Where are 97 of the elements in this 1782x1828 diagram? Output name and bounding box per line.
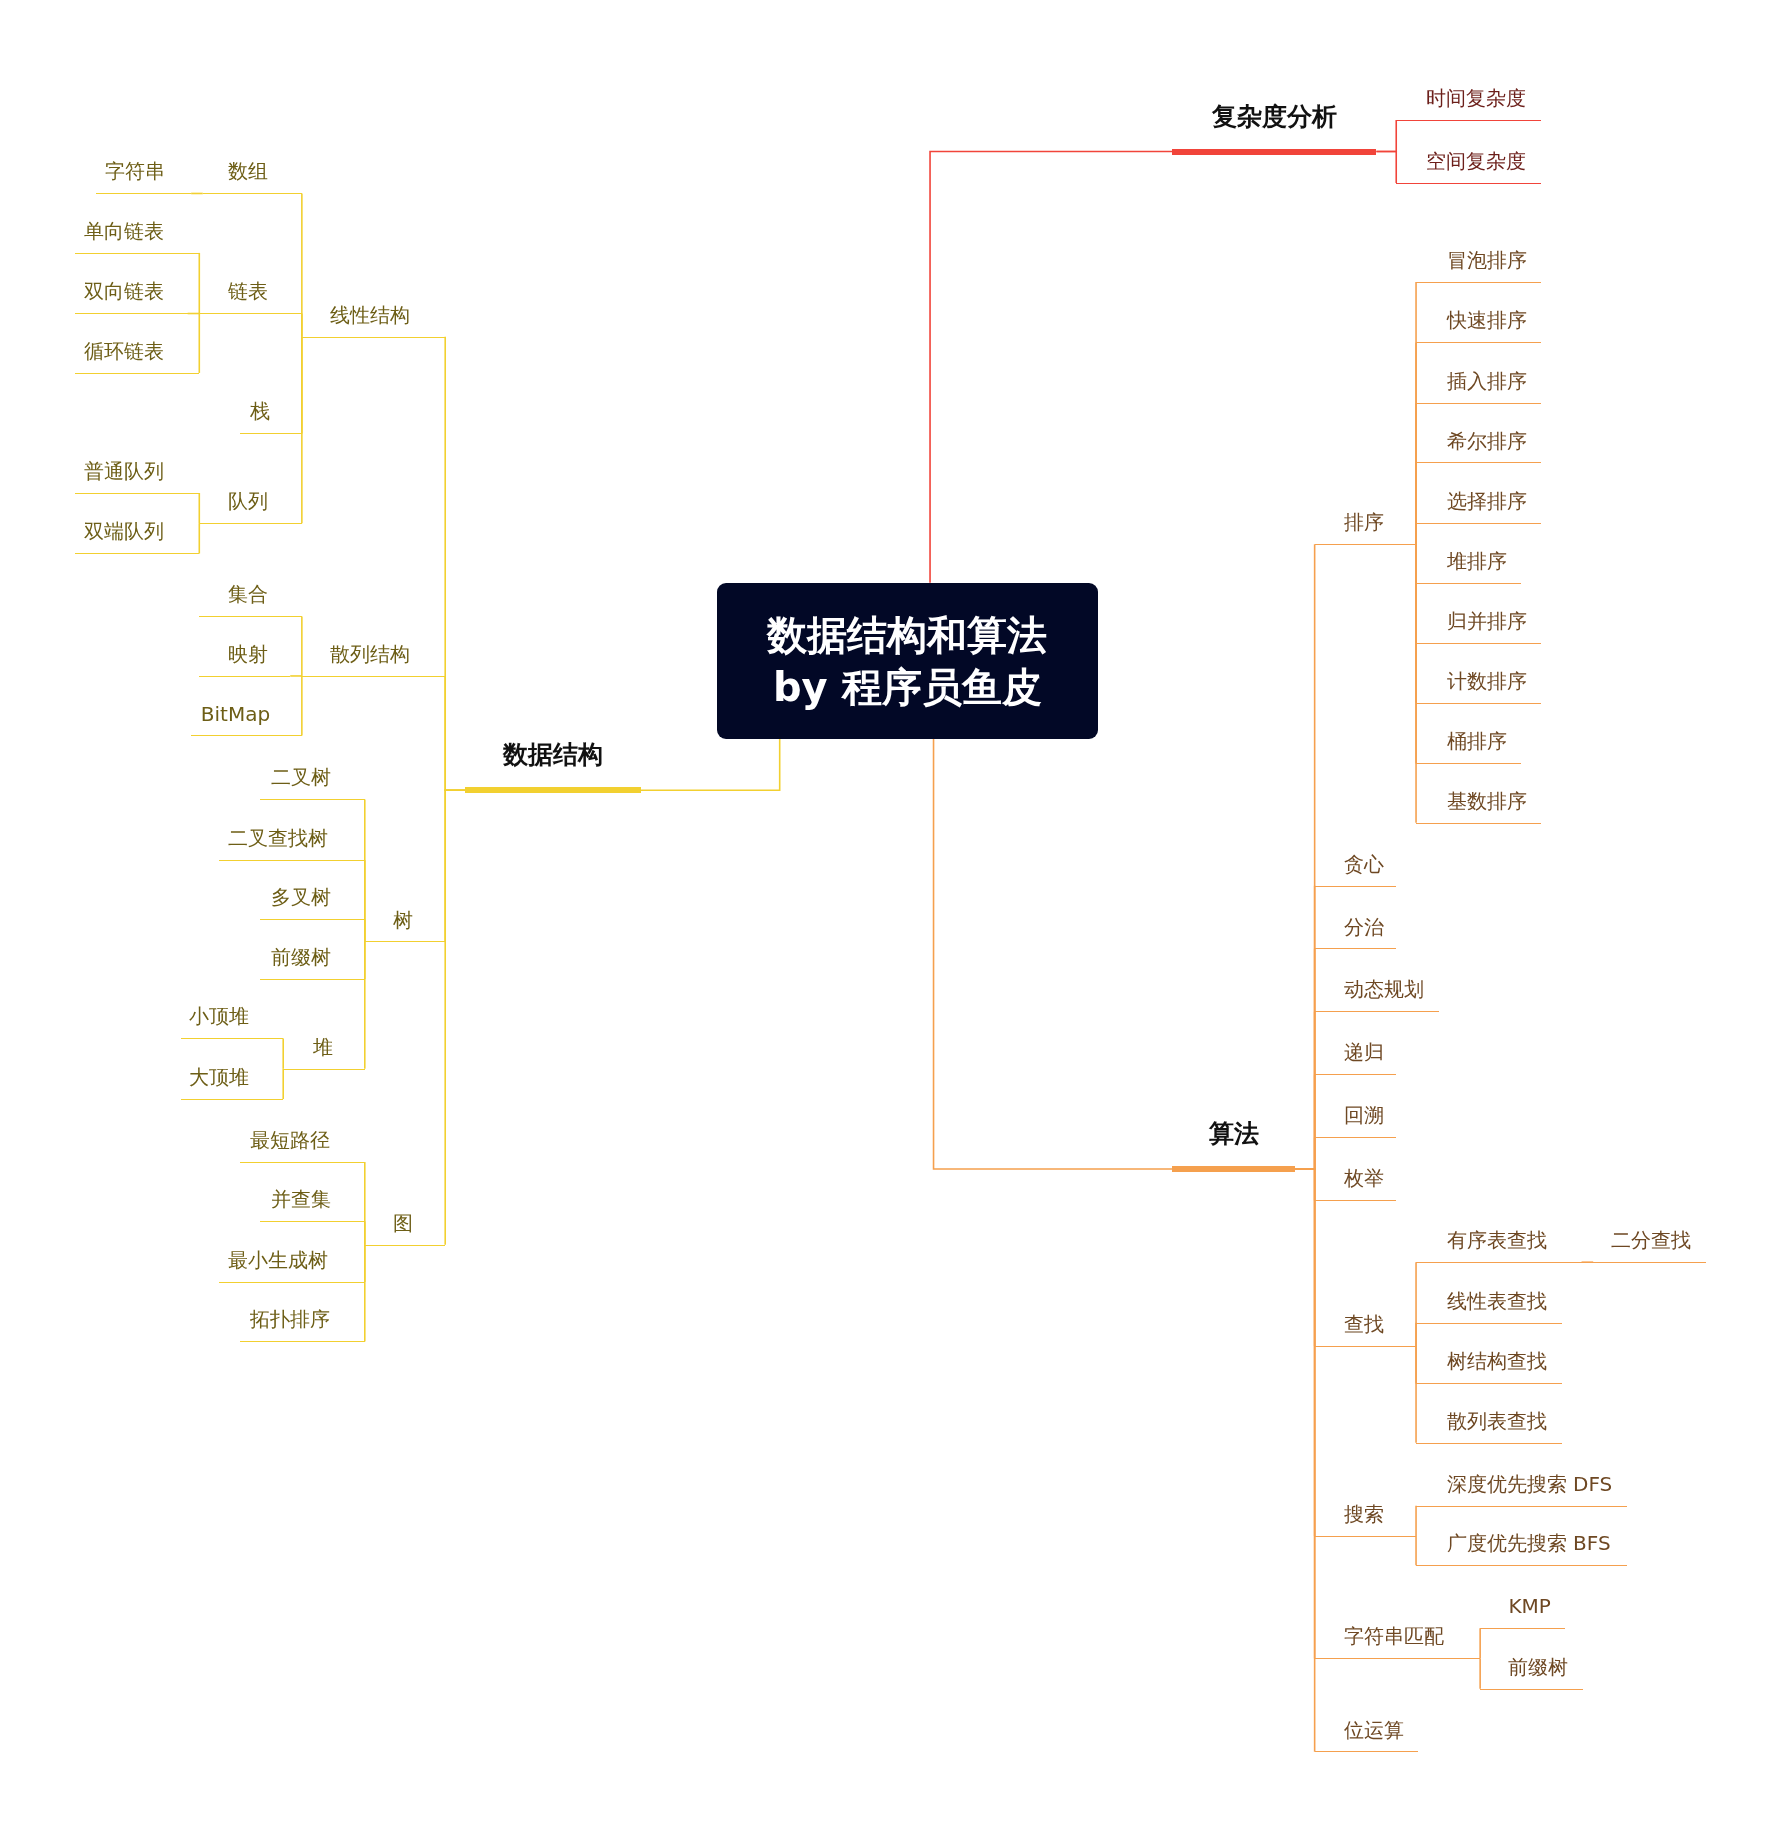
topic-text: 位运算 <box>1344 1716 1405 1744</box>
topic-text: 数组 <box>227 158 268 186</box>
topic-text: 循环链表 <box>84 337 165 365</box>
topic-text: 字符串 <box>105 158 166 186</box>
topic-text: 广度优先搜索 BFS <box>1446 1530 1611 1558</box>
topic-text: 多叉树 <box>270 884 331 912</box>
topic-text: 希尔排序 <box>1446 427 1527 455</box>
connector-line <box>1375 150 1398 184</box>
topic-text: 小顶堆 <box>189 1003 250 1031</box>
connector-line <box>1294 1168 1316 1753</box>
topic-text: KMP <box>1508 1594 1551 1619</box>
connector-line <box>186 312 201 315</box>
connector-line <box>1415 522 1417 546</box>
topic-text: 集合 <box>227 581 268 609</box>
topic-text: 树结构查找 <box>1446 1348 1547 1376</box>
topic-text: 选择排序 <box>1446 488 1527 516</box>
connector-line <box>301 336 303 525</box>
topic-text: 二叉查找树 <box>227 824 328 852</box>
topic-text: 算法 <box>1208 1118 1259 1151</box>
topic-text: 动态规划 <box>1344 976 1425 1004</box>
topic-text: 并查集 <box>270 1186 331 1214</box>
connector-line <box>282 1037 284 1070</box>
topic-text: 复杂度分析 <box>1211 100 1337 133</box>
connector-line <box>289 675 303 677</box>
topic-text: 堆 <box>312 1033 333 1061</box>
topic-text: 枚举 <box>1344 1165 1385 1193</box>
connector-line <box>1415 1505 1417 1537</box>
connector-line <box>1479 1627 1481 1660</box>
topic-text: 二分查找 <box>1611 1227 1691 1254</box>
connector-line <box>364 940 366 1070</box>
topic-text: 双向链表 <box>84 278 165 306</box>
connector-line <box>364 918 366 943</box>
topic-text: 排序 <box>1344 509 1385 537</box>
topic-text: 有序表查找 <box>1446 1227 1547 1254</box>
topic-text: 线性结构 <box>330 301 411 329</box>
connector-line <box>198 252 201 315</box>
topic-text: 树 <box>393 906 414 934</box>
topic-text: 数据结构和算法 by 程序员鱼皮 <box>765 610 1049 712</box>
topic-text: 回溯 <box>1344 1102 1385 1130</box>
connector-line <box>1415 1535 1417 1566</box>
topic-text: 插入排序 <box>1446 368 1527 396</box>
topic-text: 前缀树 <box>1508 1653 1569 1681</box>
topic-text: 散列表查找 <box>1446 1407 1547 1435</box>
connector-line <box>198 312 201 374</box>
connector-line <box>301 615 303 677</box>
topic-text: 最小生成树 <box>227 1246 328 1274</box>
topic-text: 最短路径 <box>249 1126 330 1154</box>
topic-text: 分治 <box>1344 913 1385 941</box>
topic-text: 归并排序 <box>1446 608 1527 636</box>
central-topic-box <box>716 582 1098 739</box>
topic-text: 二叉树 <box>270 764 331 792</box>
topic-text: 搜索 <box>1344 1500 1385 1528</box>
topic-text: 字符串匹配 <box>1344 1623 1445 1651</box>
topic-text: 线性表查找 <box>1446 1287 1547 1315</box>
connector-line <box>364 1220 366 1246</box>
connector-line <box>198 522 201 555</box>
topic-text: 散列结构 <box>330 640 411 668</box>
connector-line <box>301 312 303 338</box>
topic-text: 时间复杂度 <box>1425 84 1526 112</box>
connector-line <box>444 789 466 1246</box>
topic-text: 单向链表 <box>84 217 165 245</box>
connector-line <box>1415 1345 1417 1444</box>
topic-text: 映射 <box>227 640 268 668</box>
topic-text: 计数排序 <box>1446 667 1527 695</box>
topic-text: 数据结构 <box>503 739 603 772</box>
connector-line <box>282 1067 284 1100</box>
connector-line <box>1580 1261 1594 1263</box>
connector-line <box>190 192 204 195</box>
topic-text: 链表 <box>227 278 268 306</box>
topic-text: 冒泡排序 <box>1446 246 1527 274</box>
topic-text: 栈 <box>249 398 270 426</box>
connector-line <box>198 492 201 525</box>
connector-line <box>301 675 303 737</box>
connector-line <box>1479 1657 1481 1690</box>
connector-line <box>929 150 1174 584</box>
topic-text: 桶排序 <box>1446 728 1507 756</box>
topic-text: 深度优先搜索 DFS <box>1446 1470 1613 1498</box>
topic-text: 递归 <box>1344 1039 1385 1067</box>
connector-line <box>364 1243 366 1343</box>
topic-text: 队列 <box>227 488 268 516</box>
topic-text: 大顶堆 <box>189 1063 250 1091</box>
topic-text: 普通队列 <box>84 457 165 485</box>
topic-text: 贪心 <box>1344 850 1385 878</box>
topic-text: 双端队列 <box>84 518 165 546</box>
topic-text: 快速排序 <box>1446 307 1527 335</box>
connector-line <box>640 738 781 791</box>
topic-text: 前缀树 <box>270 943 331 971</box>
topic-text: BitMap <box>200 701 271 726</box>
topic-text: 空间复杂度 <box>1425 147 1526 175</box>
connector-line <box>1415 1322 1417 1347</box>
topic-text: 图 <box>393 1209 414 1237</box>
connector-line <box>1415 543 1417 824</box>
connector-line <box>932 738 1174 1170</box>
topic-text: 基数排序 <box>1446 787 1527 815</box>
topic-text: 查找 <box>1344 1310 1385 1338</box>
topic-text: 堆排序 <box>1446 547 1507 575</box>
topic-text: 拓扑排序 <box>249 1306 330 1334</box>
